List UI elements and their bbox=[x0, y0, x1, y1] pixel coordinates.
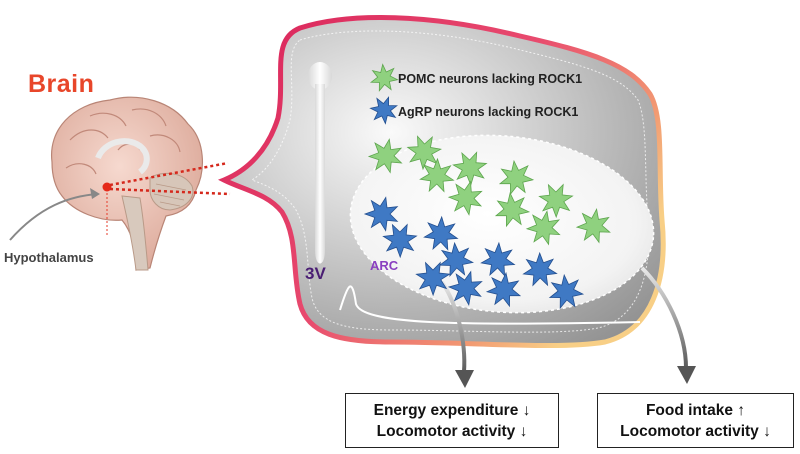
pomc-neuron-icon bbox=[575, 208, 611, 244]
agrp-neuron-icon bbox=[438, 241, 474, 278]
legend-agrp-label: AgRP neurons lacking ROCK1 bbox=[398, 105, 579, 119]
agrp-neuron-icon bbox=[522, 251, 558, 287]
agrp-neuron-icon bbox=[415, 261, 451, 297]
brain-illustration bbox=[9, 96, 231, 271]
pomc-neuron-icon bbox=[494, 191, 531, 228]
agrp-neuron-cluster bbox=[363, 196, 585, 310]
agrp-neuron-icon bbox=[480, 241, 516, 277]
legend-pomc-label: POMC neurons lacking ROCK1 bbox=[398, 72, 583, 86]
pomc-neuron-icon bbox=[367, 138, 403, 174]
hypothalamus-label: Hypothalamus bbox=[4, 250, 94, 265]
pomc-neuron-icon bbox=[447, 180, 483, 216]
arrow-head-left bbox=[455, 370, 474, 388]
third-ventricle bbox=[308, 62, 641, 325]
pomc-outcome-line2: Locomotor activity ↓ bbox=[376, 422, 528, 440]
arc-label: ARC bbox=[370, 258, 399, 273]
pomc-neuron-cluster bbox=[367, 135, 611, 246]
pomc-neuron-icon bbox=[498, 159, 535, 196]
agrp-outcome-line1: Food intake ↑ bbox=[645, 401, 746, 419]
connector-arrows bbox=[440, 266, 696, 388]
pomc-neuron-icon bbox=[406, 135, 442, 171]
pomc-neuron-icon bbox=[538, 183, 574, 219]
brain-title: Brain bbox=[28, 70, 95, 98]
pomc-outcome-line1: Energy expenditure ↓ bbox=[373, 401, 531, 419]
legend-pomc-icon bbox=[369, 63, 399, 92]
agrp-neuron-icon bbox=[447, 270, 483, 306]
agrp-neuron-icon bbox=[382, 223, 418, 259]
agrp-neuron-icon bbox=[548, 273, 585, 310]
pomc-neuron-icon bbox=[452, 151, 488, 187]
agrp-neuron-icon bbox=[485, 271, 522, 308]
third-ventricle-label: 3V bbox=[305, 264, 326, 283]
agrp-neuron-icon bbox=[423, 215, 459, 251]
agrp-neuron-icon bbox=[363, 196, 399, 232]
pomc-outcome-box: Energy expenditure ↓ Locomotor activity … bbox=[345, 393, 559, 448]
arrow-head-right bbox=[677, 366, 696, 384]
pomc-neuron-icon bbox=[525, 210, 561, 246]
agrp-outcome-line2: Locomotor activity ↓ bbox=[620, 422, 771, 440]
agrp-outcome-box: Food intake ↑ Locomotor activity ↓ bbox=[597, 393, 794, 448]
legend-agrp-icon bbox=[369, 96, 399, 125]
pomc-neuron-icon bbox=[419, 157, 455, 193]
